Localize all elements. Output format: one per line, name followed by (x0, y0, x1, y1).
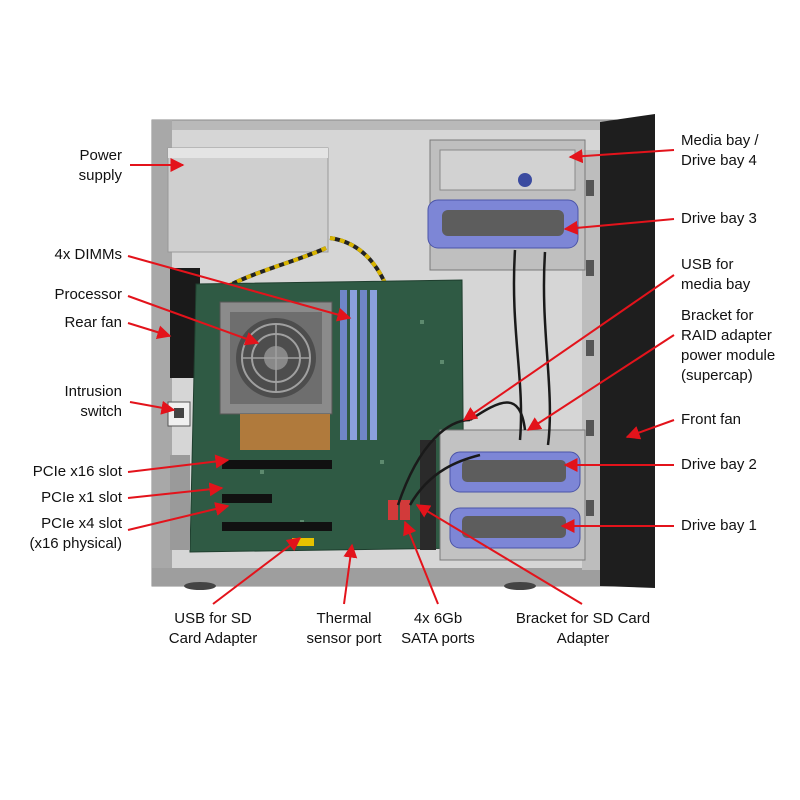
label-bracket-sd: Bracket for SD Card Adapter (515, 610, 651, 647)
label-pcie-x4: PCIe x4 slot (x16 physical) (29, 515, 122, 552)
label-front-fan: Front fan (681, 411, 742, 428)
lower-drive-cage (420, 429, 586, 561)
label-intrusion-switch: Intrusion switch (64, 383, 122, 420)
label-media-bay: Media bay / Drive bay 4 (681, 132, 759, 169)
arrow-bracket-raid (526, 334, 675, 431)
front-panel (582, 114, 655, 588)
arrow-drive-bay-3 (563, 218, 675, 235)
dimm-slots (340, 290, 377, 440)
arrow-rear-fan (127, 322, 172, 339)
arrow-thermal (343, 543, 358, 605)
intrusion-switch-part (167, 401, 191, 427)
label-thermal: Thermal sensor port (306, 610, 382, 647)
data-cables (396, 249, 552, 506)
upper-drive-cage (427, 139, 586, 271)
power-supply (167, 147, 329, 253)
label-power-supply: Power supply (78, 147, 122, 184)
arrow-dimms (127, 255, 352, 322)
callout-lines (127, 149, 675, 605)
pcie-slots (170, 455, 332, 550)
label-sata: 4x 6Gb SATA ports (401, 610, 475, 647)
label-drive-bay-3: Drive bay 3 (681, 210, 757, 227)
label-bracket-raid: Bracket for RAID adapter power module (s… (681, 307, 776, 384)
usb-sd-connector (292, 538, 314, 546)
label-usb-media-bay: USB for media bay (681, 256, 751, 293)
label-pcie-x16: PCIe x16 slot (32, 463, 122, 480)
label-drive-bay-2: Drive bay 2 (681, 456, 757, 473)
label-usb-sd: USB for SD Card Adapter (168, 610, 258, 647)
label-drive-bay-1: Drive bay 1 (681, 517, 757, 534)
arrow-usb-sd (212, 537, 302, 605)
arrow-usb-media-bay (462, 274, 675, 421)
arrow-processor (127, 295, 260, 346)
label-pcie-x1: PCIe x1 slot (41, 489, 122, 506)
arrow-bracket-sd (415, 504, 583, 605)
arrow-pcie-x16 (127, 454, 230, 473)
label-dimms: 4x DIMMs (54, 246, 123, 263)
sata-ports (388, 500, 410, 520)
arrow-sata (403, 520, 439, 605)
arrow-pcie-x1 (127, 482, 224, 499)
arrow-media-bay (568, 149, 675, 164)
arrow-front-fan (625, 419, 675, 440)
arrow-pcie-x4 (127, 502, 230, 531)
cpu-heatsink (219, 301, 333, 450)
arrow-intrusion-switch (129, 400, 176, 415)
label-rear-fan: Rear fan (64, 314, 122, 331)
label-processor: Processor (54, 286, 122, 303)
